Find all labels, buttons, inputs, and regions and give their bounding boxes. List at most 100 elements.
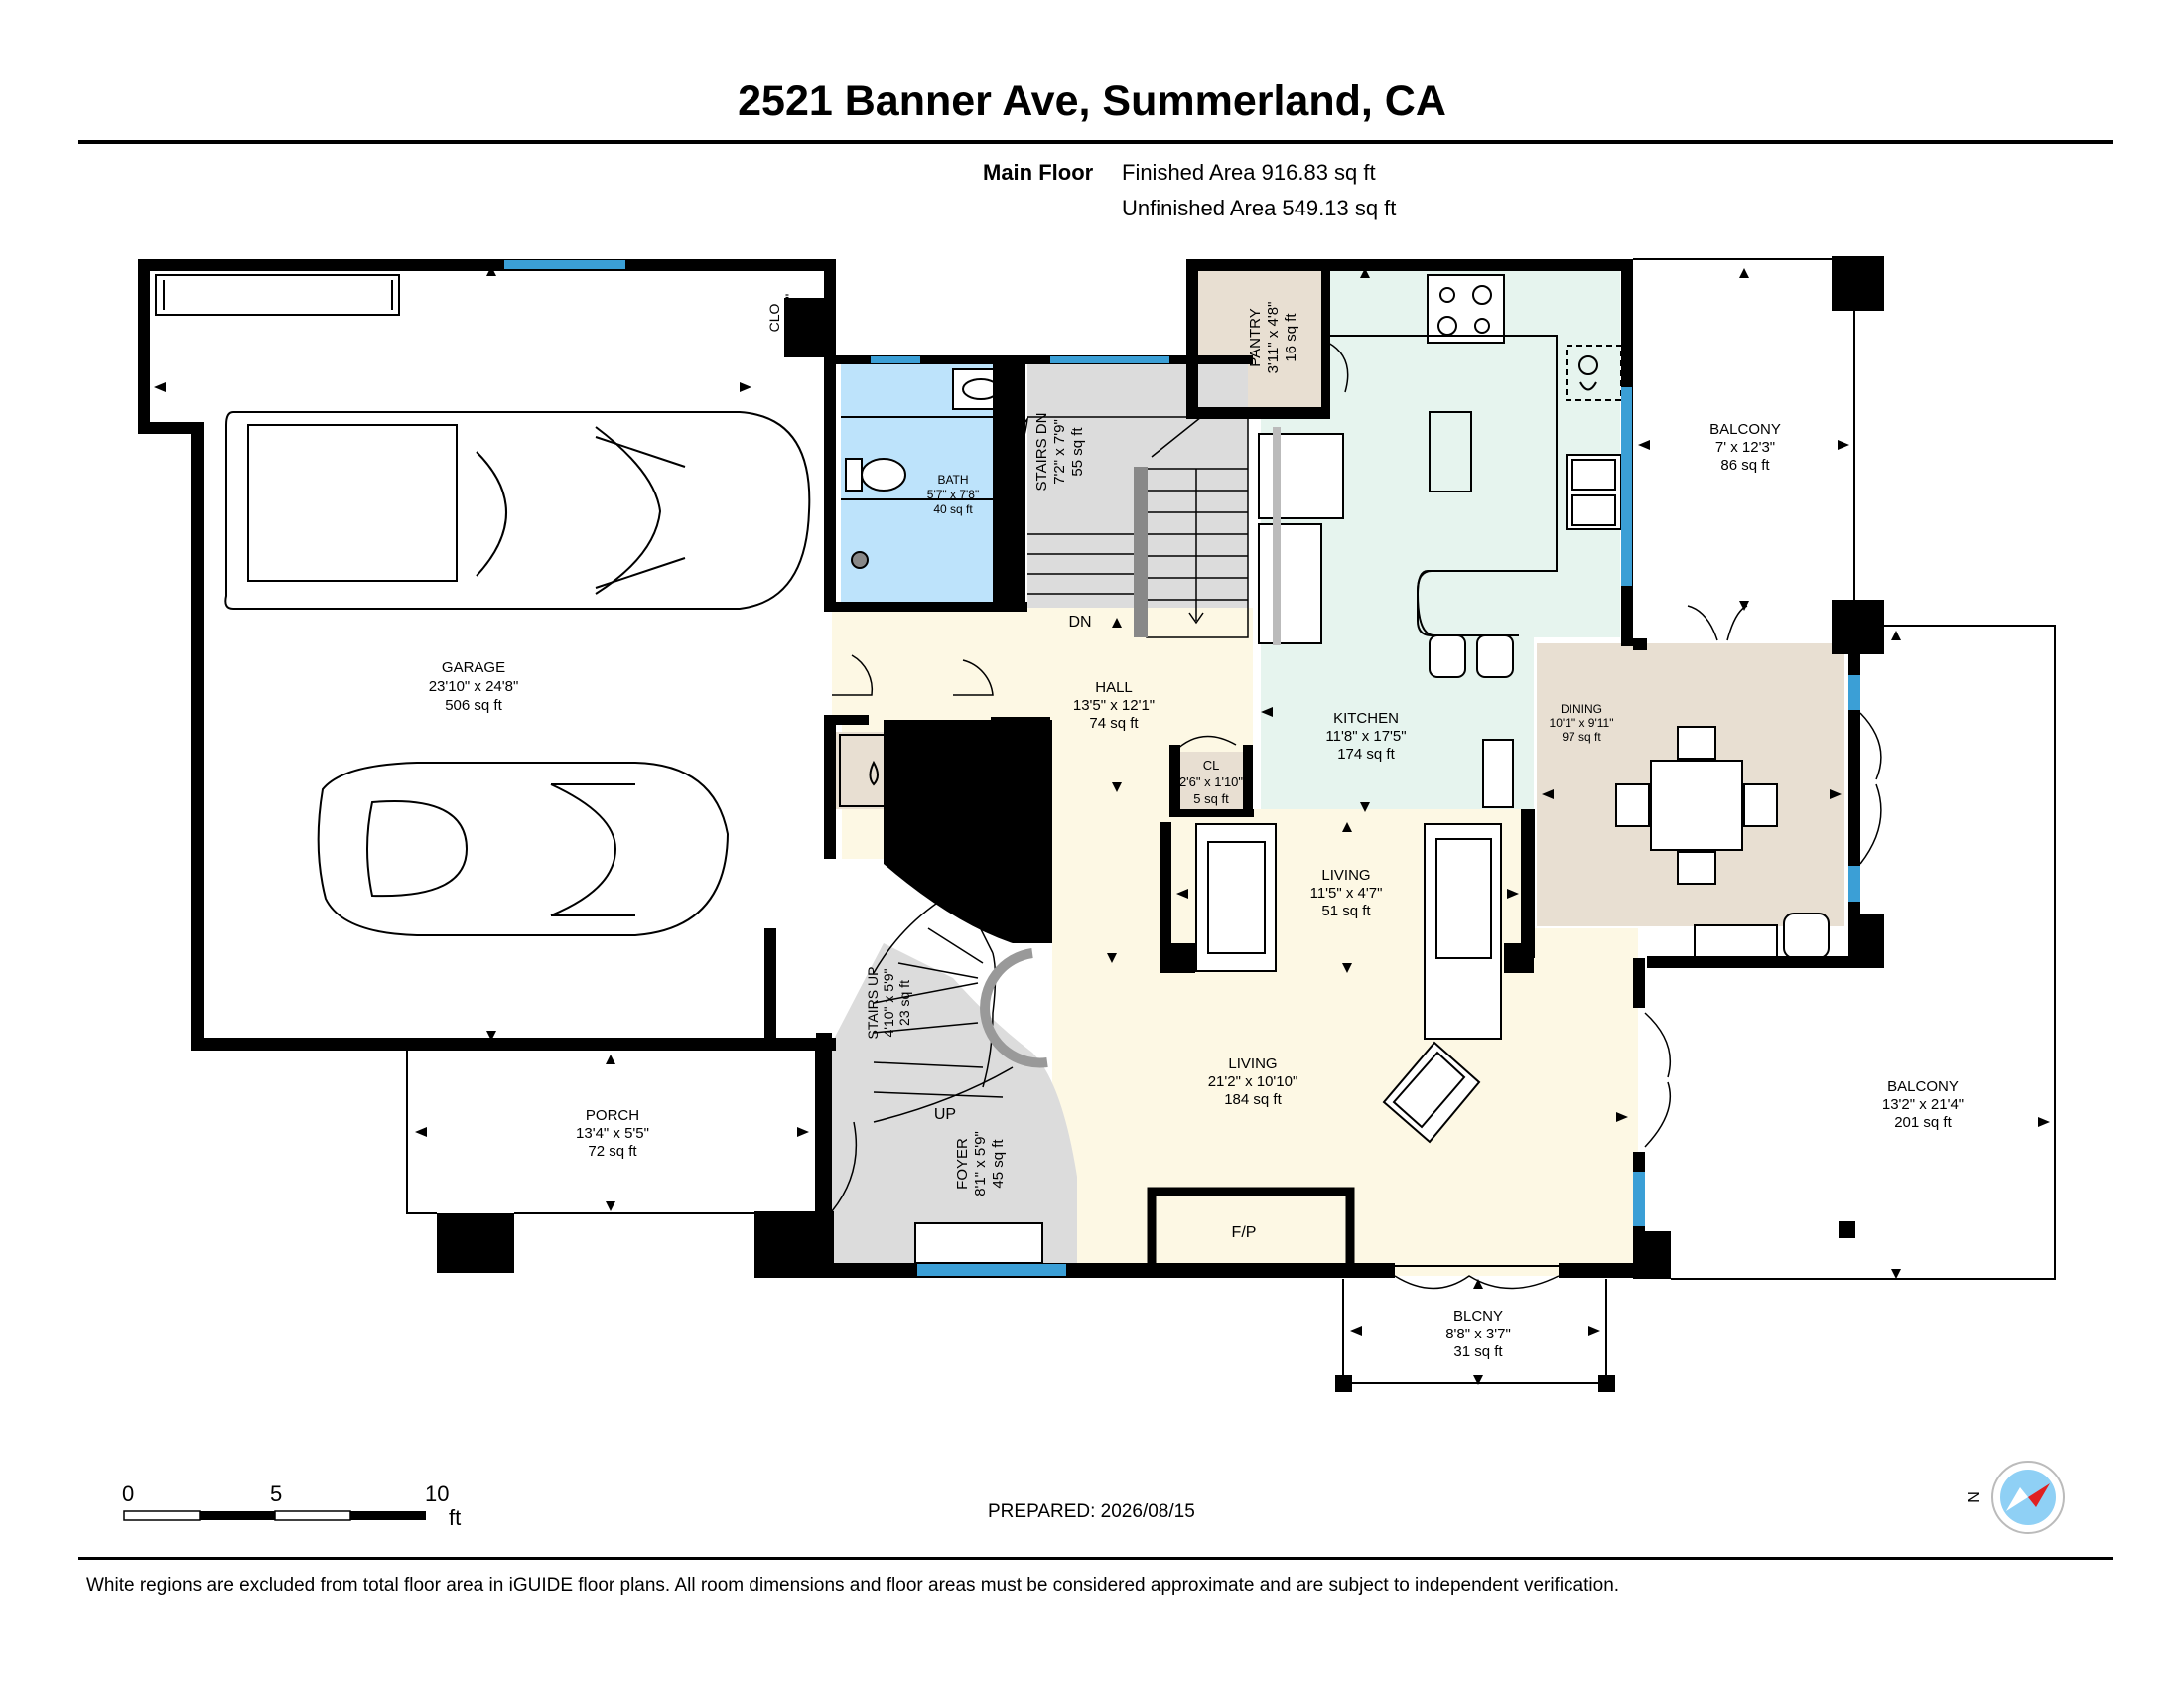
clo-label: CLO 3' x 2'1" 3 sq ft: [766, 294, 814, 342]
svg-text:7' x 12'3": 7' x 12'3": [1715, 439, 1775, 456]
footer-rule: [78, 1557, 2113, 1560]
kitchen-detail: [1258, 274, 1622, 808]
svg-text:8'1" x 5'9": 8'1" x 5'9": [972, 1131, 989, 1196]
svg-text:BLCNY: BLCNY: [1453, 1308, 1503, 1325]
cl-fill: [1174, 752, 1247, 812]
svg-text:PANTRY: PANTRY: [1247, 308, 1264, 366]
svg-text:HALL: HALL: [1095, 679, 1133, 696]
svg-text:PORCH: PORCH: [586, 1107, 639, 1124]
svg-text:97 sq ft: 97 sq ft: [1562, 730, 1601, 744]
svg-text:GARAGE: GARAGE: [442, 659, 505, 676]
svg-text:13'5" x 12'1": 13'5" x 12'1": [1073, 697, 1155, 714]
svg-text:5'7" x 7'8": 5'7" x 7'8": [927, 488, 979, 501]
svg-text:CL: CL: [1203, 758, 1220, 773]
dn-marker: DN: [1068, 614, 1091, 631]
hall-label: HALL 13'5" x 12'1" 74 sq ft: [1073, 679, 1155, 732]
svg-text:55 sq ft: 55 sq ft: [1069, 427, 1086, 477]
scale-bar: [123, 1510, 426, 1521]
bath-detail: [841, 368, 1009, 569]
garage-label: GARAGE 23'10" x 24'8" 506 sq ft: [429, 659, 519, 714]
svg-text:STAIRS UP: STAIRS UP: [865, 967, 881, 1040]
svg-text:KITCHEN: KITCHEN: [1333, 710, 1399, 727]
porch-label: PORCH 13'4" x 5'5" 72 sq ft: [576, 1107, 649, 1160]
svg-text:BALCONY: BALCONY: [1887, 1078, 1959, 1095]
fireplace-label: F/P: [1232, 1224, 1257, 1241]
svg-text:13'2" x 21'4": 13'2" x 21'4": [1882, 1096, 1964, 1113]
svg-text:174 sq ft: 174 sq ft: [1337, 746, 1395, 763]
svg-text:51 sq ft: 51 sq ft: [1321, 903, 1371, 919]
room-labels: GARAGE 23'10" x 24'8" 506 sq ft CLO 3' x…: [429, 294, 1964, 1360]
svg-text:FOYER: FOYER: [954, 1138, 971, 1190]
svg-text:3'11" x 4'8": 3'11" x 4'8": [1265, 302, 1282, 374]
svg-text:4'10" x 5'9": 4'10" x 5'9": [881, 968, 896, 1037]
bath-label: BATH 5'7" x 7'8" 40 sq ft: [927, 473, 979, 516]
lndy-label: LNDY 5'6" x 2'7" 14 sq ft: [962, 741, 1008, 801]
up-marker: UP: [934, 1106, 956, 1123]
svg-text:13'4" x 5'5": 13'4" x 5'5": [576, 1125, 649, 1142]
scale-label-10: 10: [425, 1481, 450, 1506]
svg-text:5 sq ft: 5 sq ft: [1193, 791, 1229, 806]
unfinished-area: Unfinished Area 549.13 sq ft: [1122, 196, 1397, 220]
svg-text:3 sq ft: 3 sq ft: [798, 299, 814, 337]
svg-text:STAIRS DN: STAIRS DN: [1033, 413, 1050, 492]
finished-area: Finished Area 916.83 sq ft: [1122, 160, 1376, 185]
balcony-upper-label: BALCONY 7' x 12'3" 86 sq ft: [1709, 421, 1781, 474]
kitchen-fill: [1261, 270, 1620, 809]
living-furniture: [1195, 823, 1502, 1144]
svg-text:506 sq ft: 506 sq ft: [445, 697, 502, 714]
svg-text:31 sq ft: 31 sq ft: [1453, 1343, 1503, 1360]
svg-text:2'6" x 1'10": 2'6" x 1'10": [1179, 774, 1243, 789]
svg-text:11'5" x 4'7": 11'5" x 4'7": [1310, 885, 1383, 902]
svg-text:LIVING: LIVING: [1321, 867, 1370, 884]
blcny-label: BLCNY 8'8" x 3'7" 31 sq ft: [1445, 1308, 1511, 1360]
kitchen-label: KITCHEN 11'8" x 17'5" 174 sq ft: [1325, 710, 1406, 763]
pantry-label: PANTRY 3'11" x 4'8" 16 sq ft: [1247, 302, 1299, 374]
balcony-lower-label: BALCONY 13'2" x 21'4" 201 sq ft: [1882, 1078, 1964, 1131]
svg-text:74 sq ft: 74 sq ft: [1089, 715, 1139, 732]
svg-text:11'8" x 17'5": 11'8" x 17'5": [1325, 728, 1406, 745]
stairs-dn-detail: [1027, 416, 1249, 638]
prepared-date: PREPARED: 2026/08/15: [988, 1501, 1195, 1522]
stairs-dn-label: STAIRS DN 7'2" x 7'9" 55 sq ft: [1033, 413, 1086, 492]
outlines: [406, 258, 2056, 1384]
scale-label-5: 5: [270, 1481, 283, 1506]
car-icon: [317, 762, 730, 936]
fireplace-icon: [1147, 1187, 1355, 1266]
svg-text:14 sq ft: 14 sq ft: [992, 749, 1008, 794]
svg-text:16 sq ft: 16 sq ft: [1283, 313, 1299, 362]
scale-unit: ft: [449, 1505, 462, 1530]
svg-text:8'8" x 3'7": 8'8" x 3'7": [1445, 1326, 1511, 1342]
svg-text:184 sq ft: 184 sq ft: [1224, 1091, 1282, 1108]
living-label: LIVING 21'2" x 10'10" 184 sq ft: [1208, 1055, 1298, 1108]
doors: [831, 342, 1882, 1290]
dining-table-icon: [1615, 726, 1830, 959]
svg-text:72 sq ft: 72 sq ft: [588, 1143, 637, 1160]
disclaimer: White regions are excluded from total fl…: [86, 1575, 1620, 1596]
svg-text:5'6" x 2'7": 5'6" x 2'7": [977, 741, 993, 801]
svg-text:7'2" x 7'9": 7'2" x 7'9": [1051, 419, 1068, 485]
scale-label-0: 0: [122, 1481, 135, 1506]
svg-text:23 sq ft: 23 sq ft: [896, 980, 912, 1026]
page-title: 2521 Banner Ave, Summerland, CA: [738, 77, 1446, 125]
svg-text:21'2" x 10'10": 21'2" x 10'10": [1208, 1073, 1298, 1090]
svg-text:3' x 2'1": 3' x 2'1": [782, 294, 798, 342]
svg-text:BATH: BATH: [937, 473, 968, 487]
title-rule: [78, 140, 2113, 144]
foyer-label: FOYER 8'1" x 5'9" 45 sq ft: [954, 1131, 1007, 1196]
svg-text:LNDY: LNDY: [962, 753, 978, 790]
svg-text:23'10" x 24'8": 23'10" x 24'8": [429, 678, 519, 695]
living-small-label: LIVING 11'5" x 4'7" 51 sq ft: [1310, 867, 1383, 919]
svg-text:DINING: DINING: [1561, 702, 1602, 716]
svg-text:201 sq ft: 201 sq ft: [1894, 1114, 1952, 1131]
svg-text:86 sq ft: 86 sq ft: [1720, 457, 1770, 474]
foyer-fill: [832, 943, 1077, 1276]
cl-label: CL 2'6" x 1'10" 5 sq ft: [1179, 758, 1243, 806]
dimension-arrows: [154, 266, 2050, 1385]
floor-name: Main Floor: [983, 160, 1094, 185]
stairs-up-label: STAIRS UP 4'10" x 5'9" 23 sq ft: [865, 967, 912, 1040]
walls: [138, 256, 1884, 1392]
svg-text:LIVING: LIVING: [1228, 1055, 1277, 1072]
svg-text:BALCONY: BALCONY: [1709, 421, 1781, 438]
svg-text:45 sq ft: 45 sq ft: [990, 1139, 1007, 1189]
